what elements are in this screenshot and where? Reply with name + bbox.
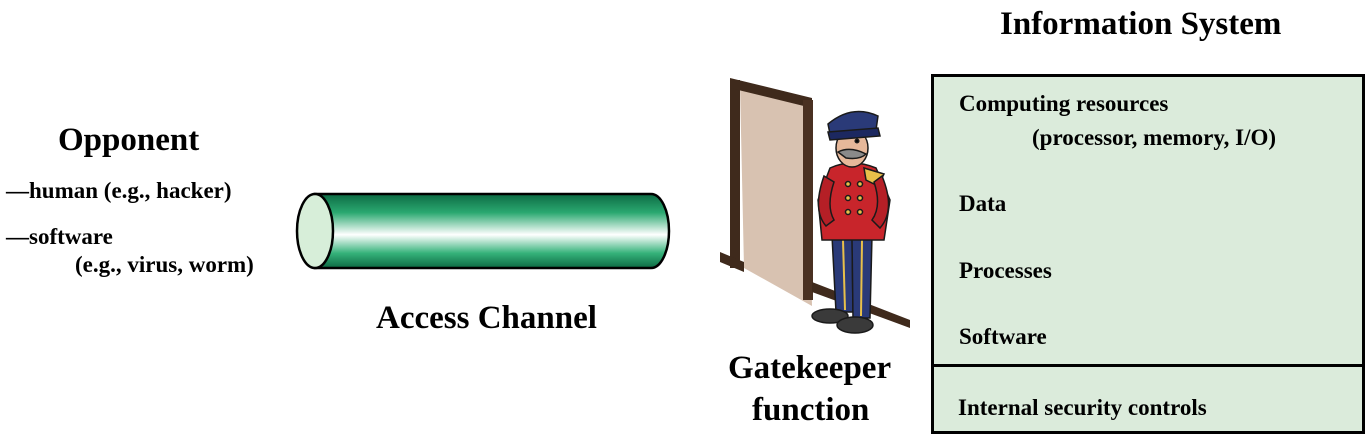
opponent-item-software: —software: [6, 224, 113, 249]
access-channel-tube: [295, 192, 671, 270]
internal-controls-divider: [934, 364, 1362, 367]
information-system-title: Information System: [1000, 6, 1282, 42]
internal-security-controls-label: Internal security controls: [958, 395, 1207, 420]
opponent-item-human: —human (e.g., hacker): [6, 178, 232, 203]
information-system-box: Computing resources (processor, memory, …: [931, 74, 1365, 434]
gatekeeper-label-line2: function: [752, 392, 870, 428]
access-channel-label: Access Channel: [376, 300, 597, 336]
processes-label: Processes: [959, 258, 1052, 283]
opponent-title: Opponent: [58, 122, 200, 158]
computing-resources-label: Computing resources: [959, 91, 1169, 116]
software-label: Software: [959, 324, 1047, 349]
computing-resources-details: (processor, memory, I/O): [1032, 125, 1277, 150]
gatekeeper-label-line1: Gatekeeper: [728, 350, 892, 386]
data-label: Data: [959, 191, 1007, 216]
opponent-item-software-examples: (e.g., virus, worm): [75, 252, 254, 277]
gatekeeper-figure-icon: [811, 110, 891, 334]
